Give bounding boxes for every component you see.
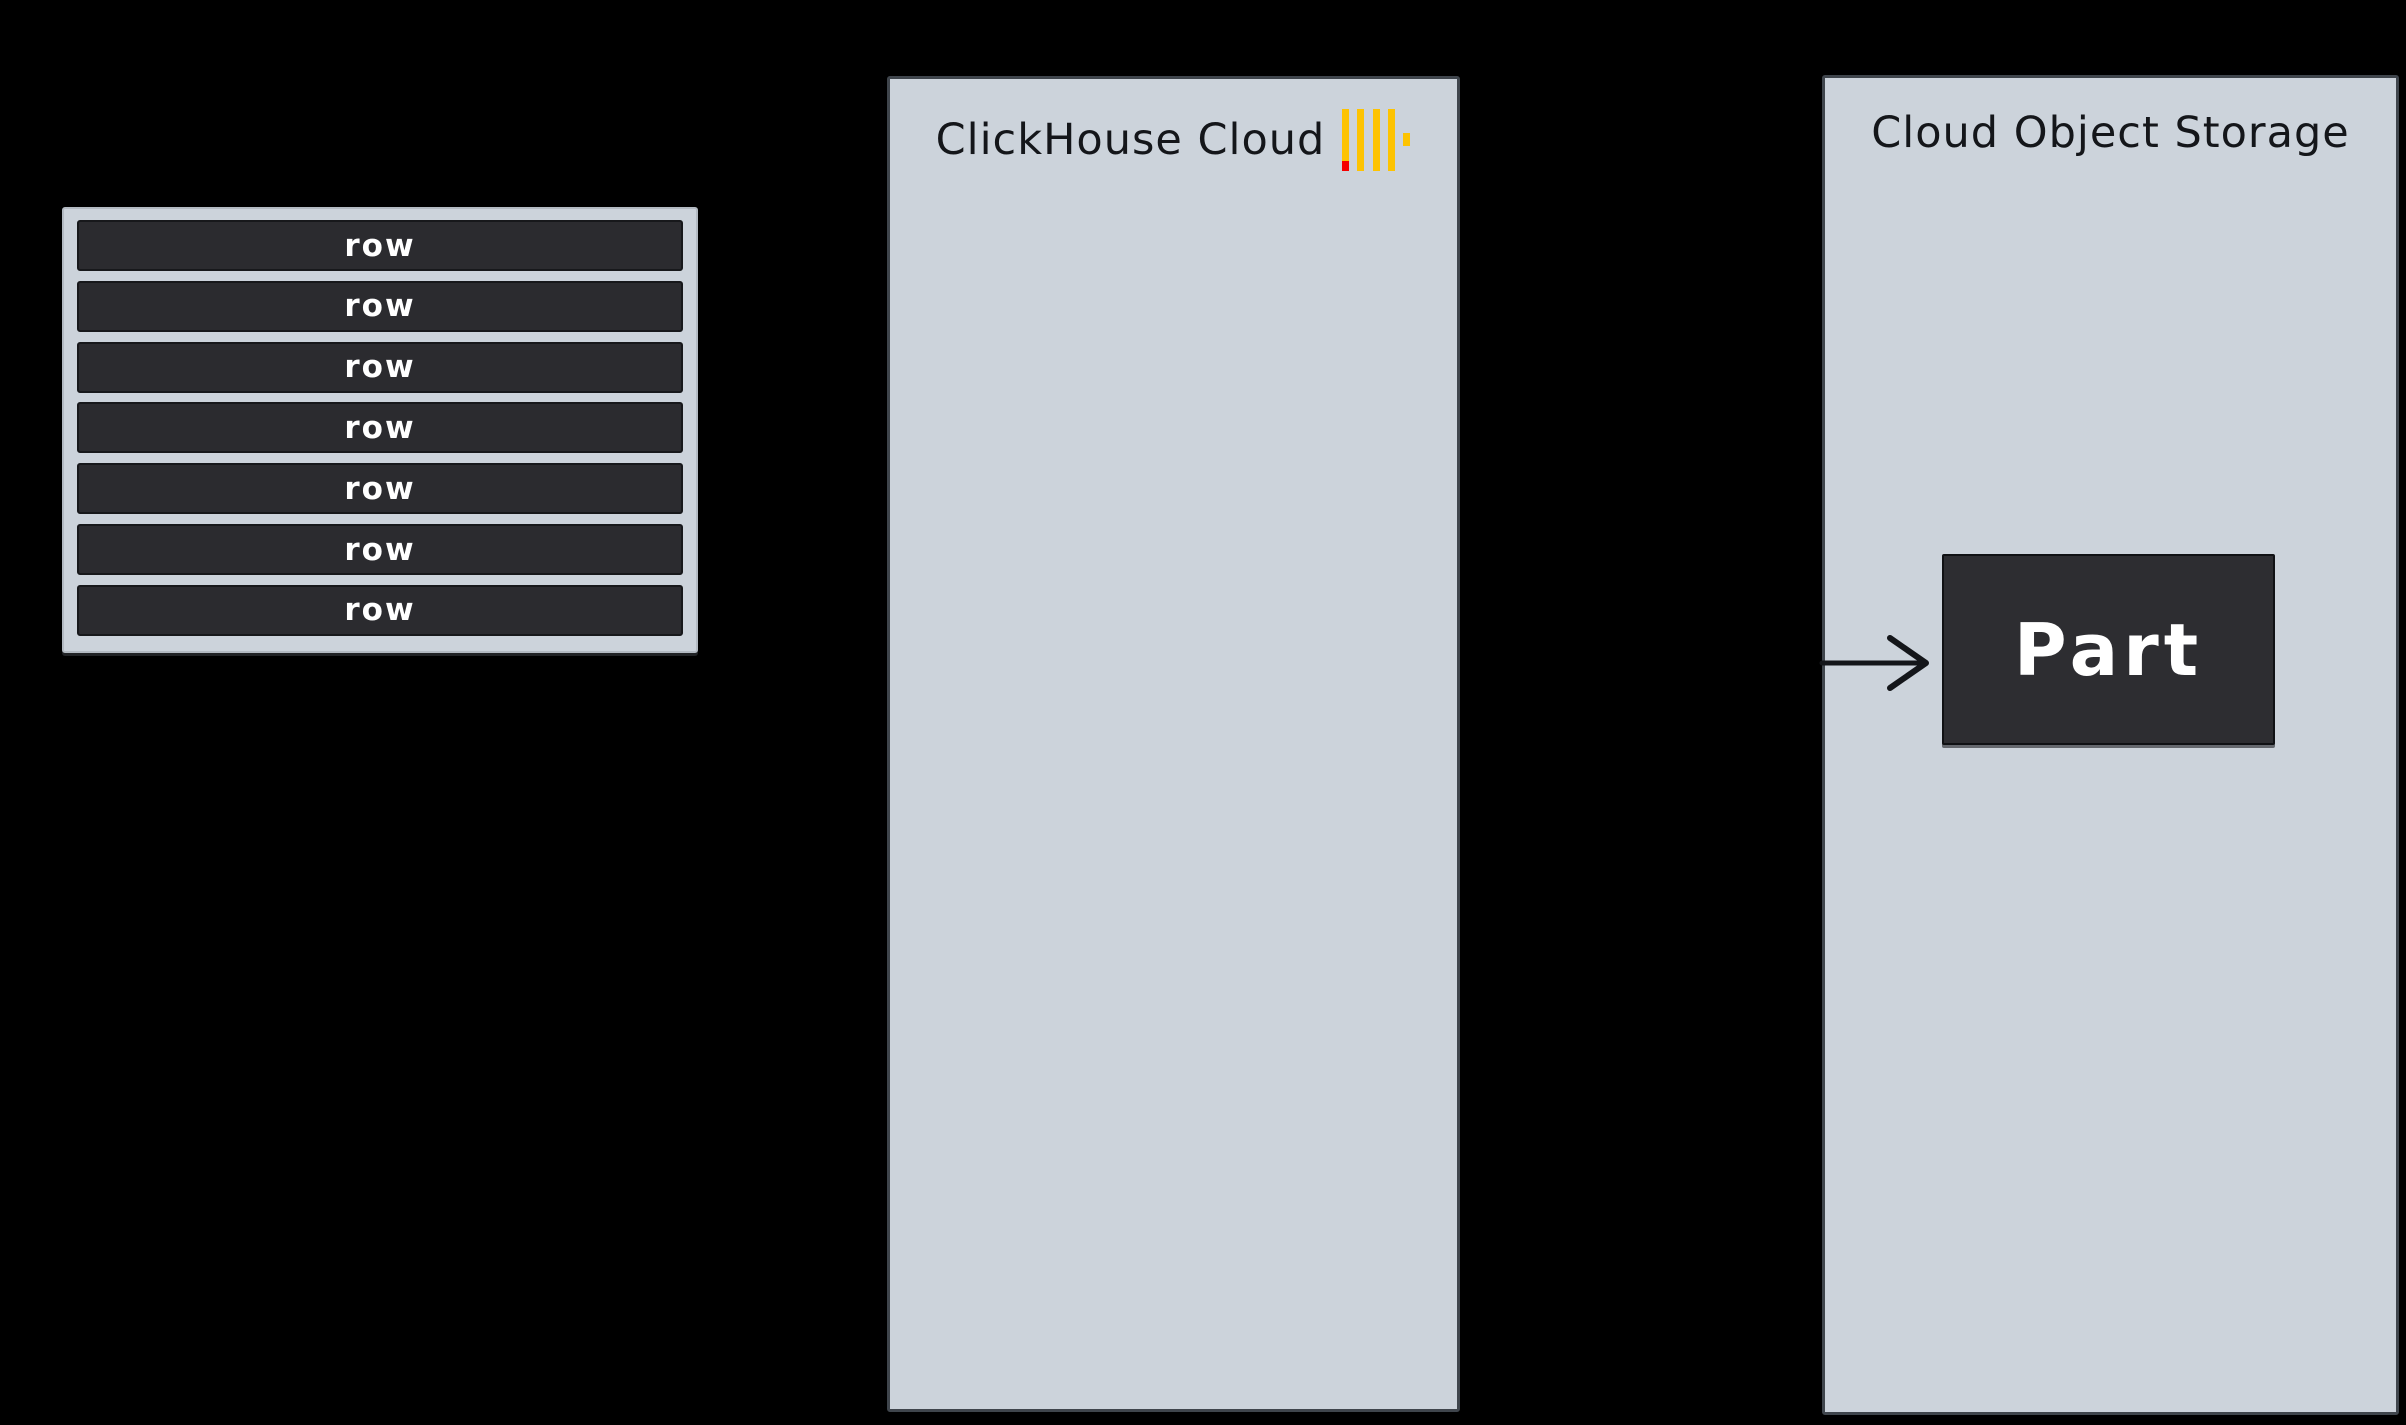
cloud-object-storage-title: Cloud Object Storage bbox=[1871, 108, 2350, 158]
rows-table: row row row row row row row bbox=[62, 207, 698, 653]
logo-bar bbox=[1373, 109, 1381, 171]
part-label: Part bbox=[2013, 607, 2204, 692]
table-row: row bbox=[77, 463, 683, 515]
clickhouse-cloud-title: ClickHouse Cloud bbox=[935, 115, 1326, 165]
table-row: row bbox=[77, 584, 683, 636]
table-row: row bbox=[77, 402, 683, 454]
storage-panel-header: Cloud Object Storage bbox=[1825, 108, 2396, 158]
clickhouse-panel-header: ClickHouse Cloud bbox=[890, 109, 1457, 171]
logo-short-bar bbox=[1403, 133, 1411, 146]
cloud-object-storage-panel: Cloud Object Storage Part bbox=[1822, 75, 2399, 1415]
logo-bar bbox=[1388, 109, 1396, 171]
table-row: row bbox=[77, 280, 683, 332]
table-row: row bbox=[77, 524, 683, 576]
part-box: Part bbox=[1942, 554, 2275, 745]
arrow-into-part-icon bbox=[1819, 635, 1929, 691]
table-row: row bbox=[77, 341, 683, 393]
table-row: row bbox=[77, 220, 683, 271]
clickhouse-cloud-panel: ClickHouse Cloud bbox=[887, 76, 1460, 1412]
clickhouse-logo-icon bbox=[1342, 109, 1411, 171]
logo-red-square bbox=[1342, 161, 1350, 171]
logo-bar bbox=[1342, 109, 1350, 171]
logo-bar bbox=[1357, 109, 1365, 171]
